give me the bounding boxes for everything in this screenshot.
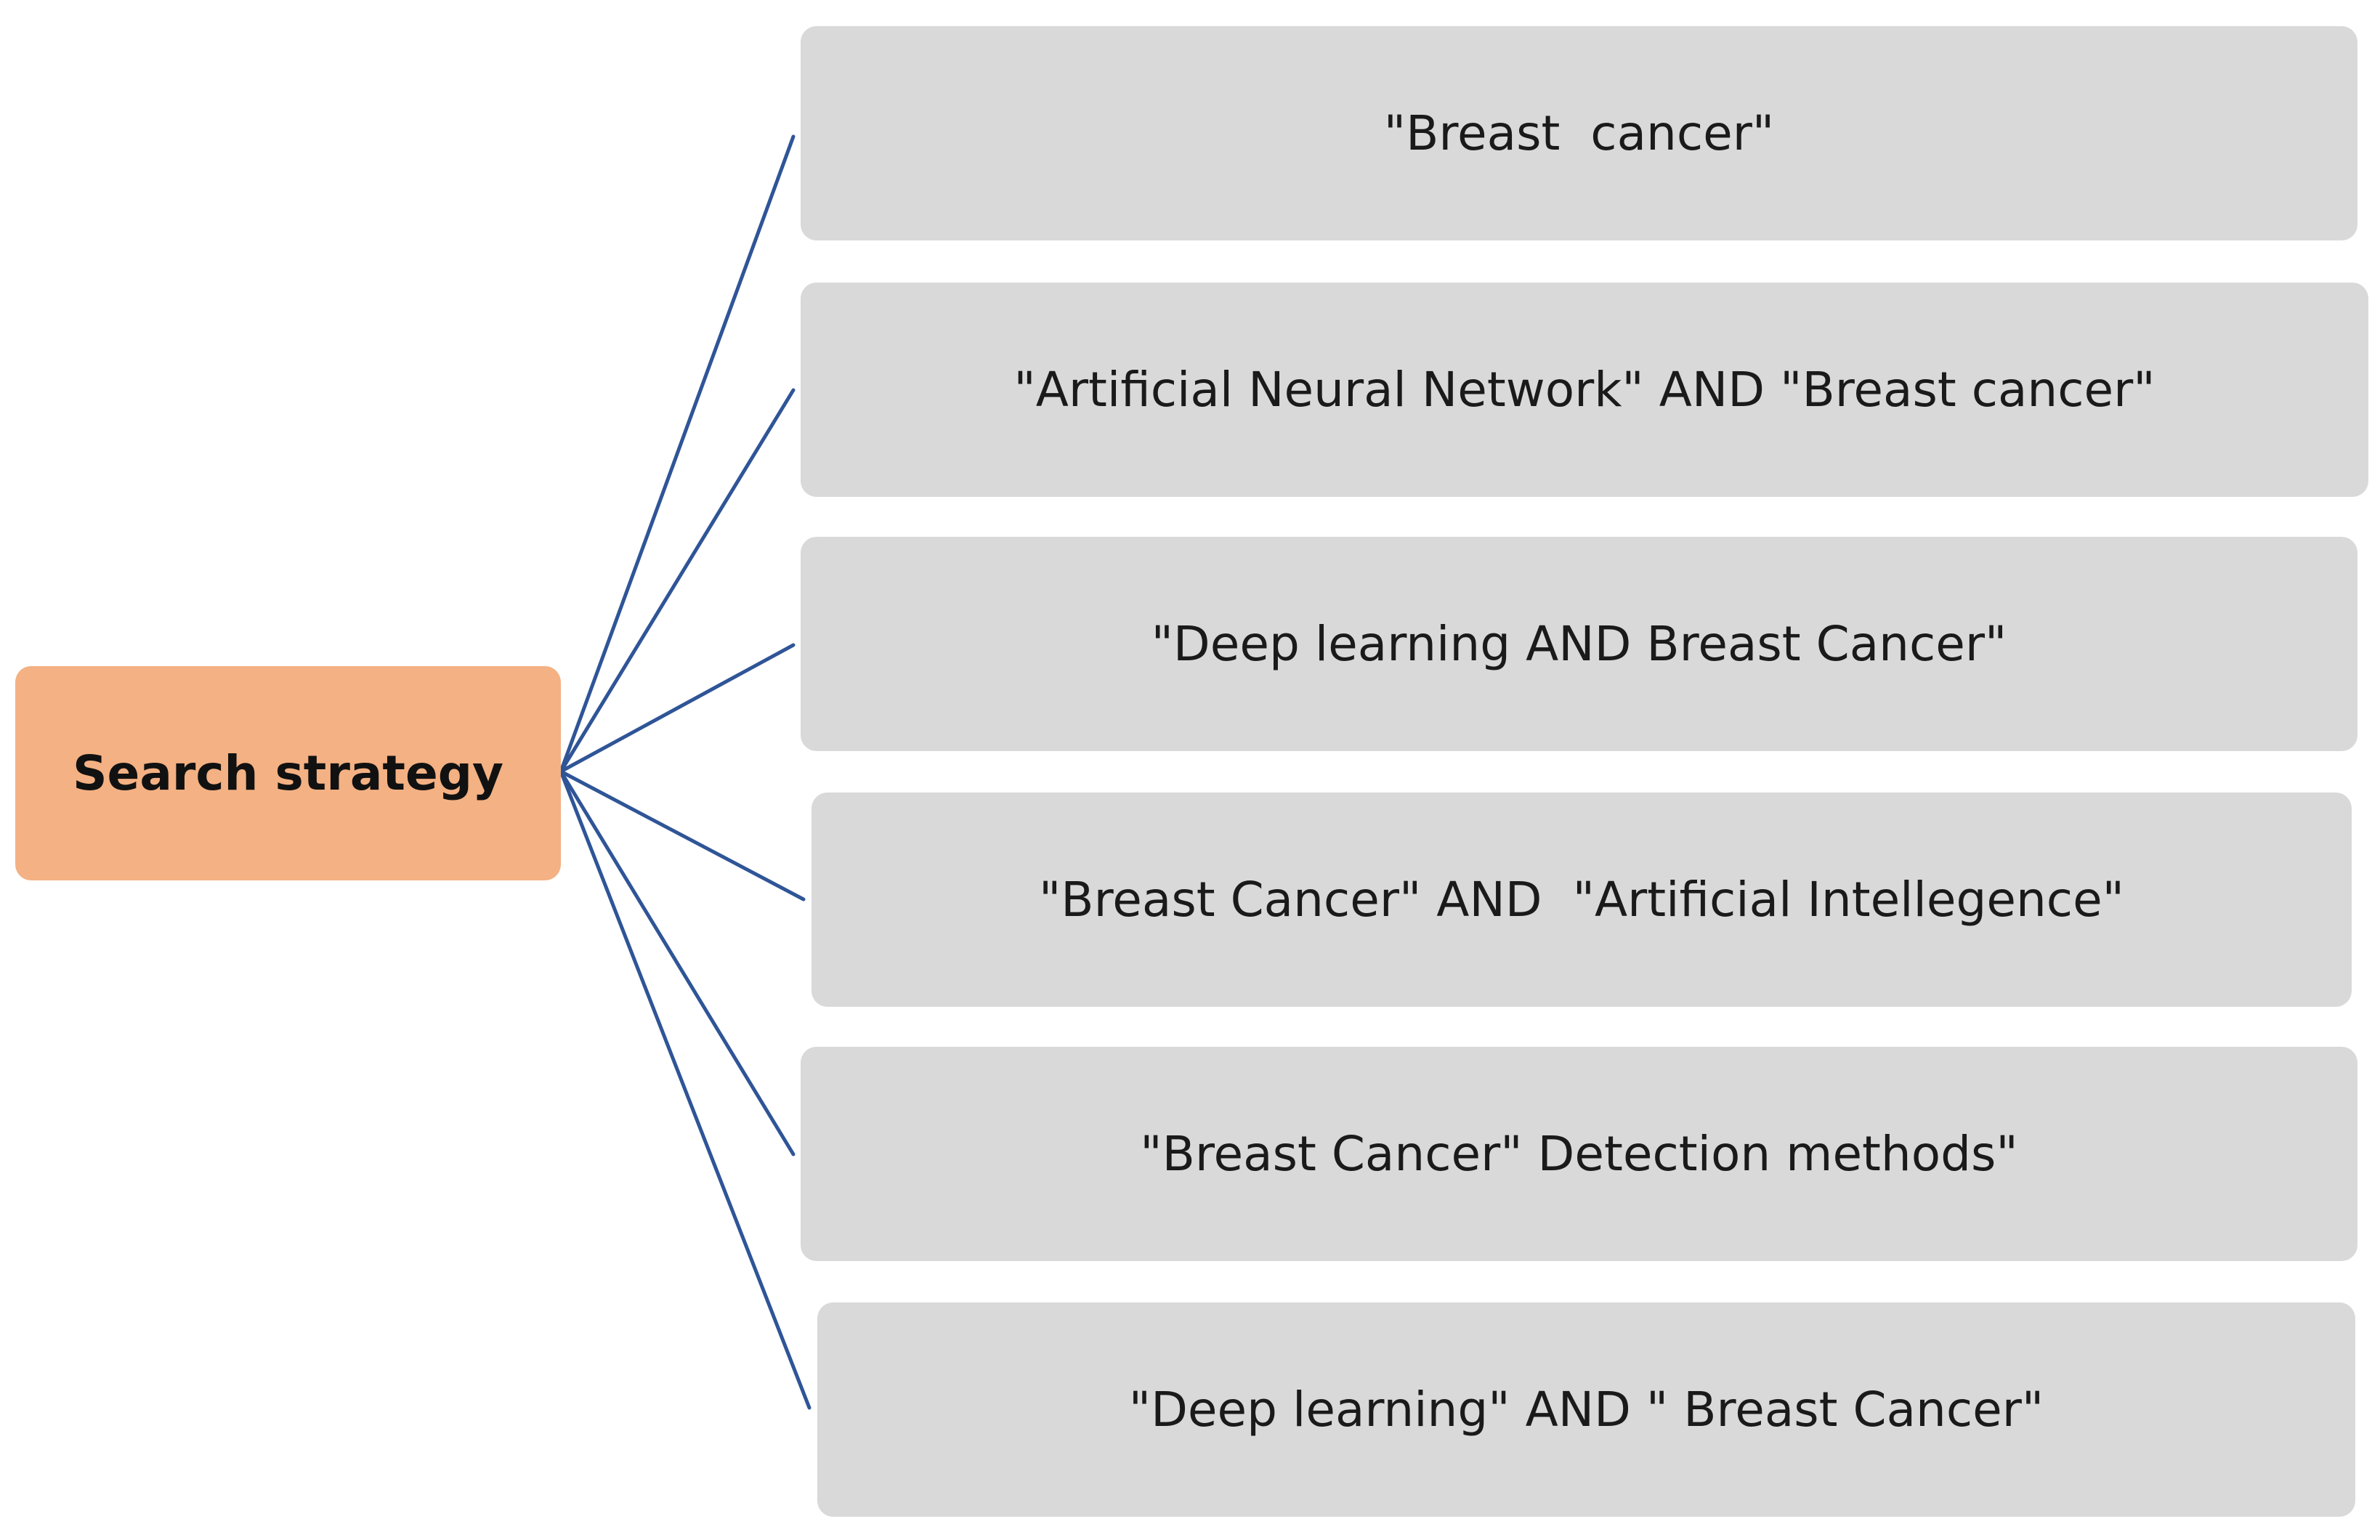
query-node-label: "Breast Cancer" Detection methods" — [1140, 1126, 2018, 1182]
query-node: "Deep learning" AND " Breast Cancer" — [817, 1302, 2355, 1517]
query-node-label: "Artificial Neural Network" AND "Breast … — [1013, 362, 2156, 418]
query-node-label: "Breast cancer" — [1383, 105, 1775, 161]
connector-line-5 — [559, 769, 796, 1156]
query-node: "Breast cancer" — [801, 26, 2357, 240]
query-node-label: "Deep learning" AND " Breast Cancer" — [1128, 1382, 2044, 1438]
root-node: Search strategy — [15, 666, 561, 880]
query-node-label: "Breast Cancer" AND "Artificial Intelleg… — [1038, 872, 2125, 928]
query-node: "Deep learning AND Breast Cancer" — [801, 537, 2357, 751]
query-node-label: "Deep learning AND Breast Cancer" — [1151, 616, 2007, 672]
query-node: "Artificial Neural Network" AND "Breast … — [801, 283, 2368, 497]
connector-line-1 — [559, 134, 796, 774]
query-node: "Breast Cancer" AND "Artificial Intelleg… — [811, 793, 2352, 1007]
root-node-label: Search strategy — [73, 745, 503, 801]
connector-line-2 — [559, 388, 796, 774]
connector-line-6 — [559, 769, 811, 1410]
connector-line-4 — [559, 769, 806, 901]
query-node: "Breast Cancer" Detection methods" — [801, 1047, 2357, 1261]
connector-line-3 — [559, 643, 796, 774]
